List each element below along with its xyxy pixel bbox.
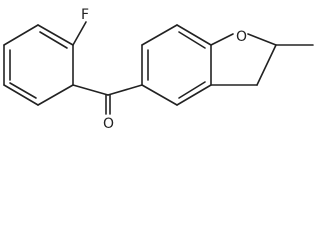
fluorine-atom-label: F	[81, 7, 89, 23]
benzofuran-benzene-ring	[141, 24, 212, 106]
fluorophenyl-ring	[3, 24, 74, 106]
carbon-fluorine-bond	[72, 21, 87, 46]
ring-oxygen-atom-label: O	[236, 29, 247, 45]
dihydrofuran-ring	[210, 33, 277, 86]
carbonyl-group	[72, 84, 143, 115]
chemical-structure-diagram: F O O	[3, 7, 314, 132]
carbonyl-oxygen-atom-label: O	[103, 116, 114, 132]
